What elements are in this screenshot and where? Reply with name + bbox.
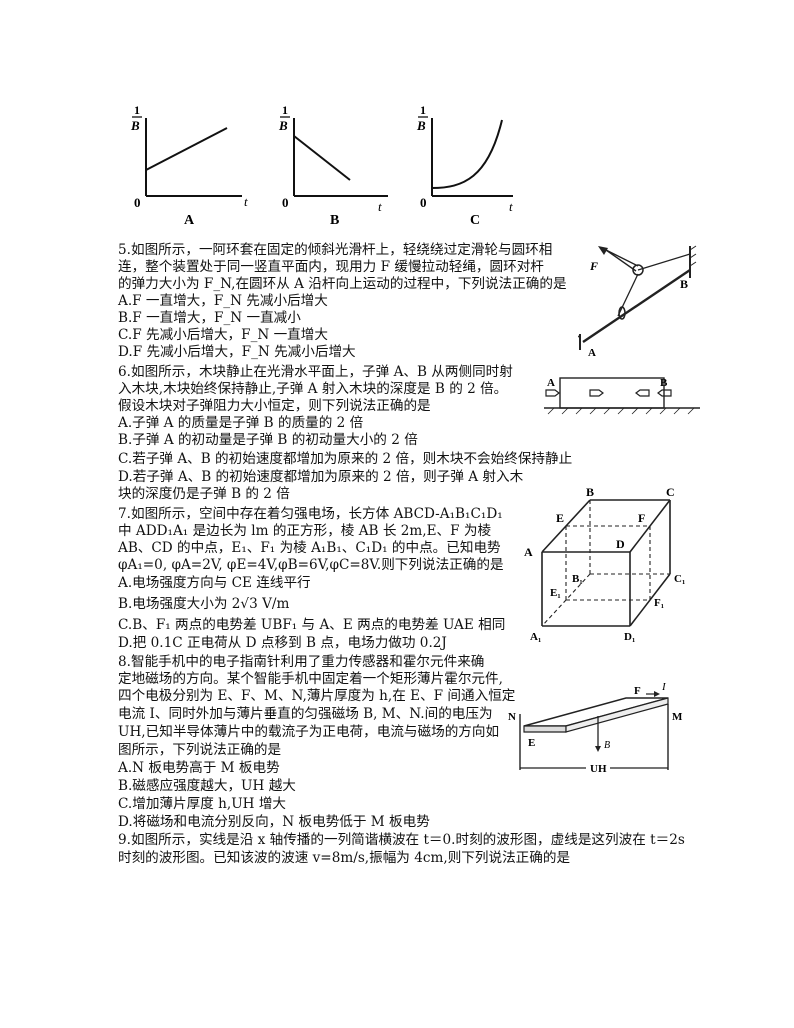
- q5-option-a: A.F 一直增大，F_N 先减小后增大: [118, 293, 328, 309]
- q7-option-a: A.电场强度方向与 CE 连线平行: [118, 575, 311, 591]
- q8-label-f: F: [634, 685, 641, 697]
- q6-option-a: A.子弹 A 的质量是子弹 B 的质量的 2 倍: [118, 415, 364, 431]
- q5-label-b: B: [680, 277, 688, 291]
- graph-a: 1 B 0 t A: [122, 100, 272, 230]
- graph-a-origin: 0: [134, 195, 141, 210]
- graph-c: 1 B 0 t C: [408, 100, 558, 230]
- q6-option-d: D.若子弹 A、B 的初始速度都增加为原来的 2 倍，则子弹 A 射入木: [118, 469, 524, 485]
- graph-b-y-label: B: [278, 118, 288, 133]
- graph-a-x-label: t: [244, 194, 248, 209]
- q5-pulley-figure: F B A: [578, 240, 708, 360]
- q7-option-d: D.把 0.1C 正电荷从 D 点移到 B 点，电场力做功 0.2J: [118, 635, 447, 651]
- graph-b-caption: B: [330, 213, 339, 228]
- q8-line: 四个电极分别为 E、F、M、N,薄片厚度为 h,在 E、F 间通入恒定: [118, 688, 516, 704]
- graph-a-caption: A: [184, 213, 195, 228]
- graph-c-y-label: B: [416, 118, 426, 133]
- q7-line: AB、CD 的中点，E₁、F₁ 为棱 A₁B₁、C₁D₁ 的中点。已知电势: [118, 540, 501, 556]
- q8-line: 电流 I、同时外加与薄片垂直的匀强磁场 B, M、N.间的电压为: [118, 706, 493, 722]
- q8-label-b: B: [604, 740, 610, 751]
- graph-a-y-num: 1: [134, 103, 140, 117]
- q8-option-a: A.N 板电势高于 M 板电势: [118, 760, 280, 776]
- q5-option-c: C.F 先减小后增大，F_N 一直增大: [118, 327, 328, 343]
- q8-label-e: E: [528, 737, 535, 749]
- q6-line: 块的深度仍是子弹 B 的 2 倍: [118, 486, 290, 502]
- q8-label-n: N: [508, 711, 516, 723]
- q8-label-uh: UH: [590, 763, 607, 772]
- graph-c-origin: 0: [420, 195, 427, 210]
- q6-line: 假设木块对子弹阻力大小恒定，则下列说法正确的是: [118, 398, 431, 414]
- q8-line: 图所示，下列说法正确的是: [118, 742, 282, 758]
- q8-option-c: C.增加薄片厚度 h,UH 增大: [118, 796, 287, 812]
- q5-force-arrow: [598, 246, 608, 255]
- q6-bullet-b-icon: [657, 389, 672, 397]
- q7-label-d: D: [616, 537, 625, 551]
- graph-a-y-label: B: [130, 118, 140, 133]
- q7-line: 中 ADD₁A₁ 是边长为 lm 的正方形，棱 AB 长 2m,E、F 为棱: [118, 523, 492, 539]
- graph-b-y-num: 1: [282, 103, 288, 117]
- graph-c-x-label: t: [509, 199, 513, 214]
- q5-line: 的弹力大小为 F_N,在圆环从 A 沿杆向上运动的过程中，下列说法正确的是: [118, 276, 567, 292]
- q5-rod: [582, 269, 691, 343]
- q7-label-e: E: [556, 511, 564, 525]
- q5-label-a: A: [588, 347, 596, 359]
- q6-line: 入木块,木块始终保持静止,子弹 A 射入木块的深度是 B 的 2 倍。: [118, 381, 508, 397]
- q8-line: 8.智能手机中的电子指南针利用了重力传感器和霍尔元件来确: [118, 654, 485, 670]
- q7-label-c1: C₁: [674, 573, 685, 585]
- q7-line: φA₁=0, φA=2V, φE=4V,φB=6V,φC=8V.则下列说法正确的…: [118, 557, 504, 573]
- q9-line: 时刻的波形图。已知该波的波速 v=8m/s,振幅为 4cm,则下列说法正确的是: [118, 850, 571, 866]
- q6-line: 6.如图所示，木块静止在光滑水平面上，子弹 A、B 从两侧同时射: [118, 364, 513, 380]
- q7-label-f: F: [638, 511, 645, 525]
- q8-label-m: M: [672, 711, 683, 723]
- q7-option-b: B.电场强度大小为 2√3 V/m: [118, 596, 290, 612]
- q8-line: UH,已知半导体薄片中的载流子为正电荷，电流与磁场的方向如: [118, 724, 500, 740]
- graph-b-x-label: t: [378, 199, 382, 214]
- q7-label-e1: E₁: [550, 587, 561, 599]
- q5-line: 连，整个装置处于同一竖直平面内，现用力 F 缓慢拉动轻绳，圆环对杆: [118, 259, 544, 275]
- q5-line: 5.如图所示，一阿环套在固定的倾斜光滑杆上，轻绕绕过定滑轮与圆环相: [118, 242, 553, 258]
- q8-hall-figure: F I N M E B UH: [506, 680, 692, 772]
- graph-b: 1 B 0 t B: [270, 100, 420, 230]
- q7-label-f1: F₁: [654, 597, 664, 609]
- q6-label-a: A: [547, 377, 555, 389]
- q6-option-c: C.若子弹 A、B 的初始速度都增加为原来的 2 倍，则木块不会始终保持静止: [118, 451, 573, 467]
- q8-label-i: I: [661, 681, 667, 693]
- q7-label-c: C: [666, 485, 675, 499]
- q6-option-b: B.子弹 A 的初动量是子弹 B 的初动量大小的 2 倍: [118, 432, 418, 448]
- graph-c-y-num: 1: [420, 103, 426, 117]
- q5-ring-icon: [618, 306, 626, 320]
- q7-cuboid-figure: A B C D E F A₁ B₁ C₁ D₁ E₁ F₁: [520, 484, 690, 644]
- q7-label-a1: A₁: [530, 631, 541, 643]
- q6-bullet-a-icon: [545, 389, 560, 397]
- graph-a-line: [145, 127, 228, 171]
- q8-option-b: B.磁感应强度越大，UH 越大: [118, 778, 296, 794]
- q6-label-b: B: [660, 377, 668, 389]
- q9-line: 9.如图所示，实线是沿 x 轴传播的一列简谐横波在 t＝0.时刻的波形图，虚线是…: [118, 832, 685, 848]
- graph-c-curve: [431, 119, 503, 189]
- q8-option-d: D.将磁场和电流分别反向，N 板电势低于 M 板电势: [118, 814, 430, 830]
- graph-b-line: [293, 135, 351, 181]
- q7-label-a: A: [524, 545, 533, 559]
- q7-label-b: B: [586, 485, 594, 499]
- q7-line: 7.如图所示，空间中存在着匀强电场，长方体 ABCD-A₁B₁C₁D₁: [118, 506, 503, 522]
- q6-block-figure: A B: [540, 370, 710, 420]
- q7-label-d1: D₁: [624, 631, 635, 643]
- q7-option-c: C.B、F₁ 两点的电势差 UBF₁ 与 A、E 两点的电势差 UAE 相同: [118, 617, 506, 633]
- q8-line: 定地磁场的方向。某个智能手机中固定着一个矩形薄片霍尔元件,: [118, 671, 503, 687]
- q8-current-arrow: [654, 691, 660, 697]
- graph-b-origin: 0: [282, 195, 289, 210]
- graph-c-caption: C: [470, 213, 480, 228]
- q5-label-f: F: [589, 259, 598, 273]
- q5-option-d: D.F 先减小后增大，F_N 先减小后增大: [118, 344, 356, 360]
- q7-label-b1: B₁: [572, 573, 583, 585]
- q5-option-b: B.F 一直增大，F_N 一直减小: [118, 310, 301, 326]
